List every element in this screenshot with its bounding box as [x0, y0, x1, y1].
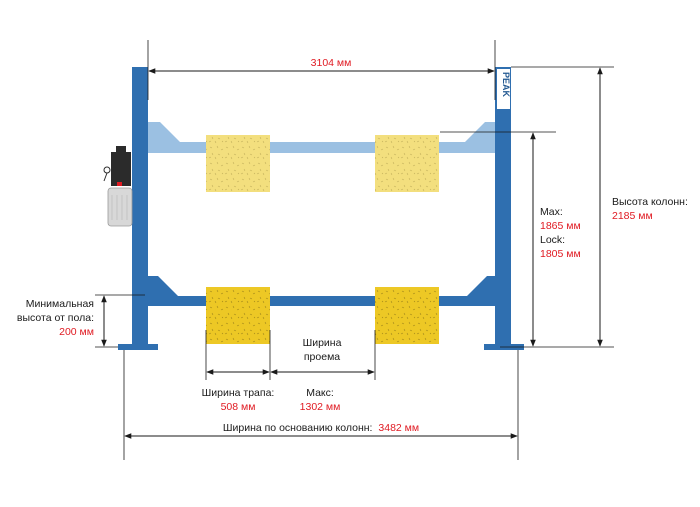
brand-plate: PEAK	[497, 69, 511, 109]
opening-line1: Ширина	[303, 337, 342, 349]
lock-label: Lock:	[540, 234, 565, 246]
brand-logo: PEAK	[501, 72, 511, 98]
max-label: Max:	[540, 206, 563, 218]
column-height-value: 2185 мм	[612, 210, 653, 222]
lock-value: 1805 мм	[540, 248, 581, 260]
min-height-line1: Минимальная	[26, 298, 94, 310]
left-column	[132, 67, 148, 347]
dim-top-width: 3104 мм	[147, 40, 496, 100]
opening-max-label: Макс:	[306, 387, 334, 399]
dim-max-height: Max: 1865 мм Lock: 1805 мм	[440, 131, 581, 348]
base-width-label: Ширина по основанию колонн:	[223, 422, 373, 434]
power-unit	[103, 146, 133, 227]
runway-width-label: Ширина трапа:	[202, 387, 275, 399]
lowered-runway	[148, 276, 495, 306]
max-value: 1865 мм	[540, 220, 581, 232]
opening-max-value: 1302 мм	[300, 401, 341, 413]
base-width-value: 3482 мм	[378, 422, 419, 434]
raised-runway	[148, 122, 495, 153]
opening-line2: проема	[304, 351, 340, 363]
min-height-value: 200 мм	[59, 326, 94, 338]
left-base-plate	[118, 344, 158, 350]
dim-base-width: Ширина по основанию колонн: 3482 мм	[123, 350, 519, 460]
dim-runway-width: Ширина трапа: 508 мм	[202, 330, 275, 413]
min-height-line2: высота от пола:	[17, 312, 94, 324]
dim-min-height: Минимальная высота от пола: 200 мм	[17, 294, 145, 348]
right-column	[495, 67, 511, 347]
base-width-text: Ширина по основанию колонн: 3482 мм	[223, 422, 419, 434]
column-height-label: Высота колонн:	[612, 196, 688, 208]
dim-opening-width: Ширина проема Макс: 1302 мм	[270, 330, 376, 413]
dim-column-height: Высота колонн: 2185 мм	[511, 66, 688, 348]
runway-width-value: 508 мм	[221, 401, 256, 413]
top-width-value: 3104 мм	[311, 57, 352, 69]
